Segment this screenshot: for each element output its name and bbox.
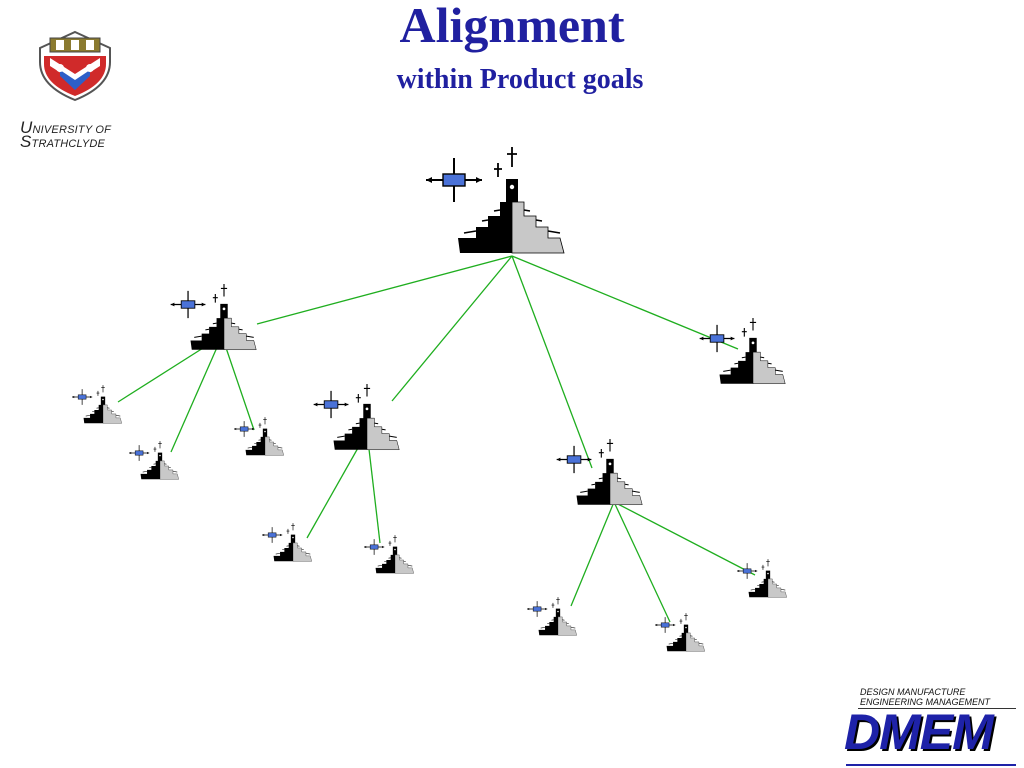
- battleship-icon: [83, 385, 122, 424]
- compass-direction-icon: [129, 445, 150, 461]
- university-name-cap-1: U: [20, 118, 33, 137]
- connector-root-n4: [511, 255, 739, 350]
- node-n4: [699, 318, 786, 385]
- connector-lines: [117, 255, 756, 623]
- dmem-line-1: DESIGN MANUFACTURE: [860, 687, 966, 697]
- battleship-icon: [666, 613, 705, 652]
- battleship-icon: [375, 535, 414, 574]
- university-name-line-2: TRATHCLYDE: [31, 138, 106, 150]
- battleship-icon: [140, 441, 179, 480]
- battleship-icon: [333, 384, 400, 451]
- node-n2: [313, 384, 400, 451]
- battleship-icon: [458, 147, 565, 254]
- compass-direction-icon: [170, 290, 206, 319]
- compass-direction-icon: [426, 158, 482, 202]
- node-n3b: [655, 613, 705, 652]
- node-n3: [556, 439, 643, 506]
- connector-root-n3: [511, 255, 593, 469]
- compass-direction-icon: [527, 601, 548, 617]
- diagram-nodes: [72, 147, 787, 652]
- university-name: UNIVERSITY OF STRATHCLYDE: [20, 119, 130, 151]
- connector-n3-n3a: [570, 501, 615, 607]
- node-n1c: [234, 417, 284, 456]
- battleship-icon: [273, 523, 312, 562]
- connector-root-n1: [256, 255, 513, 325]
- connector-n1-n1c: [221, 335, 255, 431]
- slide-title: Alignment: [399, 0, 625, 53]
- university-crest-icon: [39, 30, 111, 102]
- dmem-department-name: DESIGN MANUFACTURE ENGINEERING MANAGEMEN…: [860, 687, 990, 707]
- battleship-icon: [576, 439, 643, 506]
- dmem-underline: [846, 764, 1016, 766]
- dmem-logo: DESIGN MANUFACTURE ENGINEERING MANAGEMEN…: [842, 684, 1020, 768]
- compass-direction-icon: [699, 324, 735, 353]
- connector-n2-n2b: [366, 431, 381, 544]
- compass-direction-icon: [313, 390, 349, 419]
- compass-direction-icon: [737, 563, 758, 579]
- connector-root-n2: [391, 255, 513, 402]
- university-name-line-1: NIVERSITY OF: [32, 124, 112, 136]
- battleship-icon: [538, 597, 577, 636]
- connector-n1-n1b: [170, 335, 223, 453]
- node-n1b: [129, 441, 179, 480]
- compass-direction-icon: [234, 421, 255, 437]
- node-n3a: [527, 597, 577, 636]
- university-name-cap-2: S: [20, 132, 32, 151]
- slide-subtitle: within Product goals: [396, 64, 644, 95]
- dmem-line-2: ENGINEERING MANAGEMENT: [860, 697, 991, 707]
- dmem-divider: [858, 708, 1016, 709]
- compass-direction-icon: [364, 539, 385, 555]
- node-root: [426, 147, 565, 254]
- connector-n3-n3b: [613, 501, 671, 623]
- compass-direction-icon: [556, 445, 592, 474]
- battleship-icon: [748, 559, 787, 598]
- connector-n3-n3c: [613, 501, 756, 576]
- dmem-logo-text: DMEM: [844, 704, 994, 760]
- battleship-icon: [190, 284, 257, 351]
- node-n3c: [737, 559, 787, 598]
- node-n1a: [72, 385, 122, 424]
- compass-direction-icon: [262, 527, 283, 543]
- node-n1: [170, 284, 257, 351]
- node-n2b: [364, 535, 414, 574]
- node-n2a: [262, 523, 312, 562]
- battleship-icon: [719, 318, 786, 385]
- compass-direction-icon: [655, 617, 676, 633]
- compass-direction-icon: [72, 389, 93, 405]
